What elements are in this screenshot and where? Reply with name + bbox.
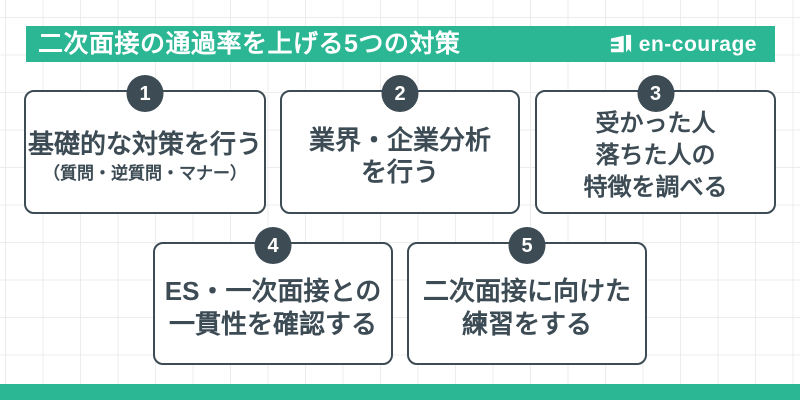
step-card-5: 5 二次面接に向けた 練習をする bbox=[407, 227, 647, 365]
step-number-badge: 5 bbox=[508, 227, 546, 264]
logo-text: en-courage bbox=[638, 32, 757, 56]
card-text-line: ES・一次面接との bbox=[164, 276, 382, 306]
card-text-line: （質問・逆質問・マナー） bbox=[43, 164, 247, 184]
en-courage-logo: en-courage bbox=[609, 33, 757, 55]
step-card-3: 3 受かった人 落ちた人の 特徴を調べる bbox=[535, 75, 776, 214]
card-text-line: 練習をする bbox=[461, 308, 592, 339]
step-card-4: 4 ES・一次面接との 一貫性を確認する bbox=[153, 227, 393, 365]
card-text-line: 基礎的な対策を行う bbox=[27, 128, 262, 159]
card-text-line: 特徴を調べる bbox=[583, 173, 728, 201]
page-title: 二次面接の通過率を上げる5つの対策 bbox=[38, 29, 461, 58]
step-card-1: 1 基礎的な対策を行う （質問・逆質問・マナー） bbox=[24, 75, 266, 214]
step-card-2: 2 業界・企業分析 を行う bbox=[280, 75, 520, 214]
step-number-badge: 4 bbox=[254, 227, 292, 264]
card-text-line: 一貫性を確認する bbox=[168, 308, 377, 339]
step-number-badge: 1 bbox=[126, 75, 164, 112]
card-text-line: 二次面接に向けた bbox=[422, 276, 631, 306]
book-flag-icon bbox=[609, 33, 633, 55]
card-text-line: を行う bbox=[360, 157, 439, 187]
card-text-line: 業界・企業分析 bbox=[308, 124, 491, 155]
card-text-line: 受かった人 bbox=[595, 110, 716, 138]
step-number-badge: 2 bbox=[381, 75, 419, 112]
header-bar: 二次面接の通過率を上げる5つの対策 en-courage bbox=[26, 26, 775, 62]
footer-accent-bar bbox=[0, 384, 800, 400]
card-text-line: 落ちた人の bbox=[595, 142, 716, 170]
step-number-badge: 3 bbox=[637, 75, 674, 112]
